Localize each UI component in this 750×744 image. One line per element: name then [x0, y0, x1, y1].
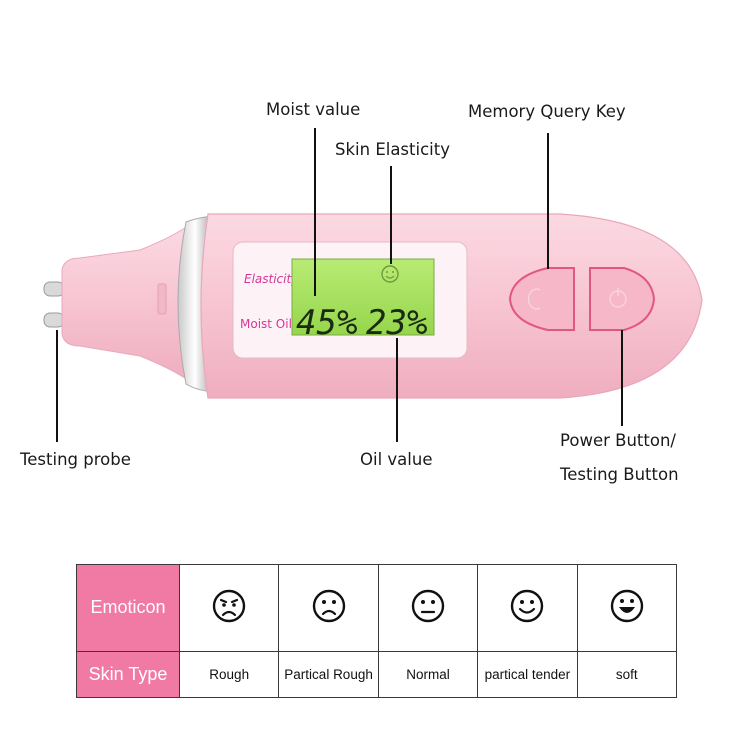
device-nose [61, 225, 189, 381]
probe-slot [157, 283, 167, 315]
callout-testing-probe: Testing probe [20, 450, 131, 469]
skin-analyzer-device: Elasticity Moist Oil 45% 23% [43, 213, 703, 399]
callout-oil-value: Oil value [360, 450, 433, 469]
smile-face-icon [511, 589, 544, 622]
emoticon-cell [377, 564, 479, 652]
callout-line-memory [547, 133, 549, 269]
moist-reading: 45% [296, 303, 357, 343]
emoticon-cell [576, 564, 678, 652]
skin-type-cell: Partical Rough [278, 650, 379, 699]
memory-query-key[interactable] [508, 267, 575, 331]
label-elasticity: Elasticity [244, 272, 299, 286]
big-smile-face-icon [610, 589, 643, 622]
callout-line-moist [314, 128, 316, 296]
lcd-screen [291, 258, 435, 336]
sad-face-icon [312, 589, 345, 622]
callout-line-oil [396, 338, 398, 442]
callout-line-power [621, 330, 623, 426]
emoticon-row: Emoticon [76, 564, 678, 652]
skin-type-cell: soft [576, 650, 678, 699]
callout-moist-value: Moist value [266, 100, 361, 119]
skin-type-cell: Rough [178, 650, 280, 699]
callout-skin-elasticity: Skin Elasticity [335, 140, 450, 159]
skin-type-header: Skin Type [76, 650, 180, 699]
emoticon-cell [278, 564, 379, 652]
oil-reading: 23% [366, 303, 427, 343]
very-sad-face-icon [212, 589, 246, 622]
skin-type-cell: Normal [377, 650, 479, 699]
skin-type-cell: partical tender [477, 650, 578, 699]
testing-probe [43, 281, 65, 328]
elasticity-smile-icon [381, 265, 399, 283]
emoticon-header: Emoticon [76, 564, 180, 652]
emoticon-cell [477, 564, 578, 652]
skin-type-row: Skin Type Rough Partical Rough Normal pa… [76, 650, 678, 699]
callout-line-probe [56, 330, 58, 442]
power-button[interactable] [589, 267, 656, 331]
skin-type-table: Emoticon [76, 564, 678, 699]
callout-testing-button: Testing Button [560, 465, 679, 484]
neutral-face-icon [411, 589, 445, 622]
emoticon-cell [178, 564, 280, 652]
callout-power-button: Power Button/ [560, 431, 676, 450]
label-moist-oil: Moist Oil [240, 317, 292, 331]
callout-memory-query-key: Memory Query Key [468, 102, 626, 121]
callout-line-elasticity [390, 166, 392, 264]
